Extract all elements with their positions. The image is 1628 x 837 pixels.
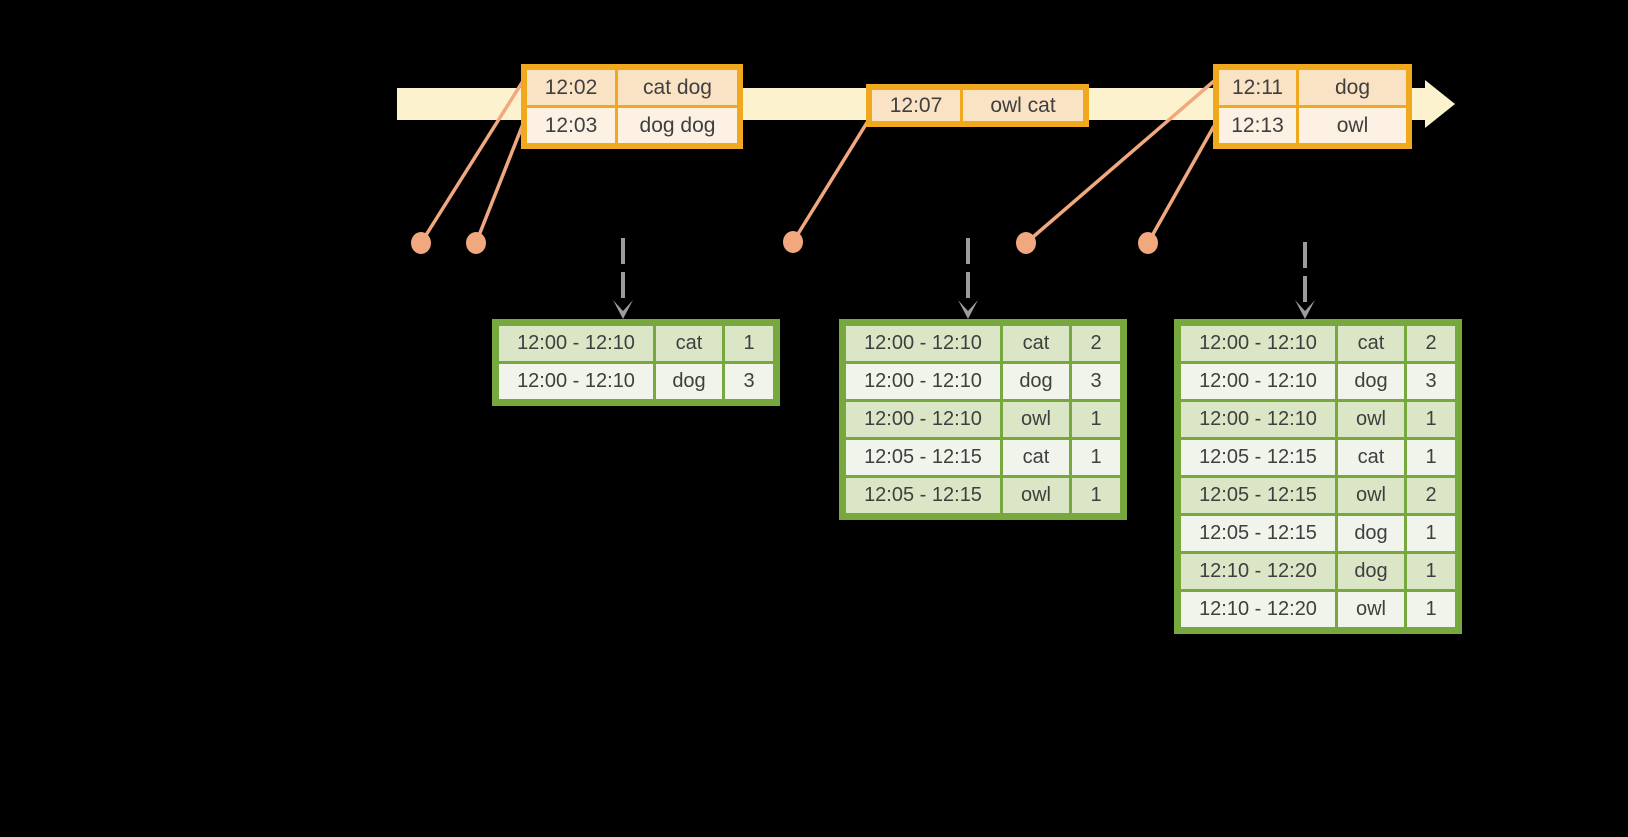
table-cell: 12:00 - 12:10 (846, 402, 1000, 437)
event-connector-line (1024, 79, 1216, 245)
event-dot (783, 231, 803, 253)
table-cell: 1 (1407, 402, 1455, 437)
table-cell: 12:00 - 12:10 (1181, 326, 1335, 361)
table-cell: 12:00 - 12:10 (499, 326, 653, 361)
table-cell: 1 (1072, 440, 1120, 475)
table-cell: 2 (1407, 326, 1455, 361)
event-dot (411, 232, 431, 254)
table-cell: owl (1338, 478, 1404, 513)
table-cell: owl (1003, 478, 1069, 513)
table-cell: 12:05 - 12:15 (1181, 478, 1335, 513)
event-connector-line (791, 120, 870, 243)
table-cell: 2 (1407, 478, 1455, 513)
table-cell: 12:00 - 12:10 (1181, 402, 1335, 437)
table-cell: 3 (1072, 364, 1120, 399)
table-cell: cat (1338, 326, 1404, 361)
event-dot (466, 232, 486, 254)
table-cell: cat (1003, 440, 1069, 475)
table-cell: 1 (1407, 516, 1455, 551)
timeline-arrowhead-icon (1425, 80, 1455, 128)
table-cell: dog (1003, 364, 1069, 399)
table-cell: owl (1338, 592, 1404, 627)
table-cell: dog dog (618, 108, 737, 143)
table-cell: 12:05 - 12:15 (1181, 440, 1335, 475)
table-cell: dog (656, 364, 722, 399)
table-cell: 12:07 (872, 90, 960, 121)
trigger-arrowhead-icon (1295, 300, 1315, 319)
table-cell: 12:13 (1219, 108, 1296, 143)
table-cell: cat (1338, 440, 1404, 475)
event-dot (1016, 232, 1036, 254)
table-cell: 12:00 - 12:10 (846, 364, 1000, 399)
table-cell: 12:00 - 12:10 (846, 326, 1000, 361)
table-cell: cat (1003, 326, 1069, 361)
table-cell: owl (1299, 108, 1406, 143)
table-cell: owl cat (963, 90, 1083, 121)
table-cell: dog (1338, 364, 1404, 399)
event-dot (1138, 232, 1158, 254)
table-cell: cat (656, 326, 722, 361)
table-cell: 1 (1407, 592, 1455, 627)
table-cell: 12:00 - 12:10 (499, 364, 653, 399)
table-cell: 12:10 - 12:20 (1181, 554, 1335, 589)
table-cell: 12:00 - 12:10 (1181, 364, 1335, 399)
event-connector-line (474, 123, 525, 244)
table-cell: 1 (1407, 440, 1455, 475)
trigger-arrowhead-icon (958, 300, 978, 319)
table-cell: 2 (1072, 326, 1120, 361)
table-cell: 12:10 - 12:20 (1181, 592, 1335, 627)
table-cell: 1 (1072, 478, 1120, 513)
table-cell: 12:05 - 12:15 (846, 478, 1000, 513)
table-cell: 3 (725, 364, 773, 399)
table-cell: dog (1338, 516, 1404, 551)
table-cell: cat dog (618, 70, 737, 105)
table-cell: 12:05 - 12:15 (1181, 516, 1335, 551)
table-cell: 12:03 (527, 108, 615, 143)
trigger-arrowhead-icon (613, 300, 633, 319)
table-cell: owl (1003, 402, 1069, 437)
table-cell: dog (1338, 554, 1404, 589)
event-connector-line (419, 80, 525, 244)
table-cell: dog (1299, 70, 1406, 105)
table-cell: owl (1338, 402, 1404, 437)
table-cell: 1 (1407, 554, 1455, 589)
event-connector-line (1146, 125, 1216, 244)
table-cell: 3 (1407, 364, 1455, 399)
table-cell: 12:05 - 12:15 (846, 440, 1000, 475)
table-cell: 12:02 (527, 70, 615, 105)
table-cell: 1 (1072, 402, 1120, 437)
table-cell: 12:11 (1219, 70, 1296, 105)
table-cell: 1 (725, 326, 773, 361)
